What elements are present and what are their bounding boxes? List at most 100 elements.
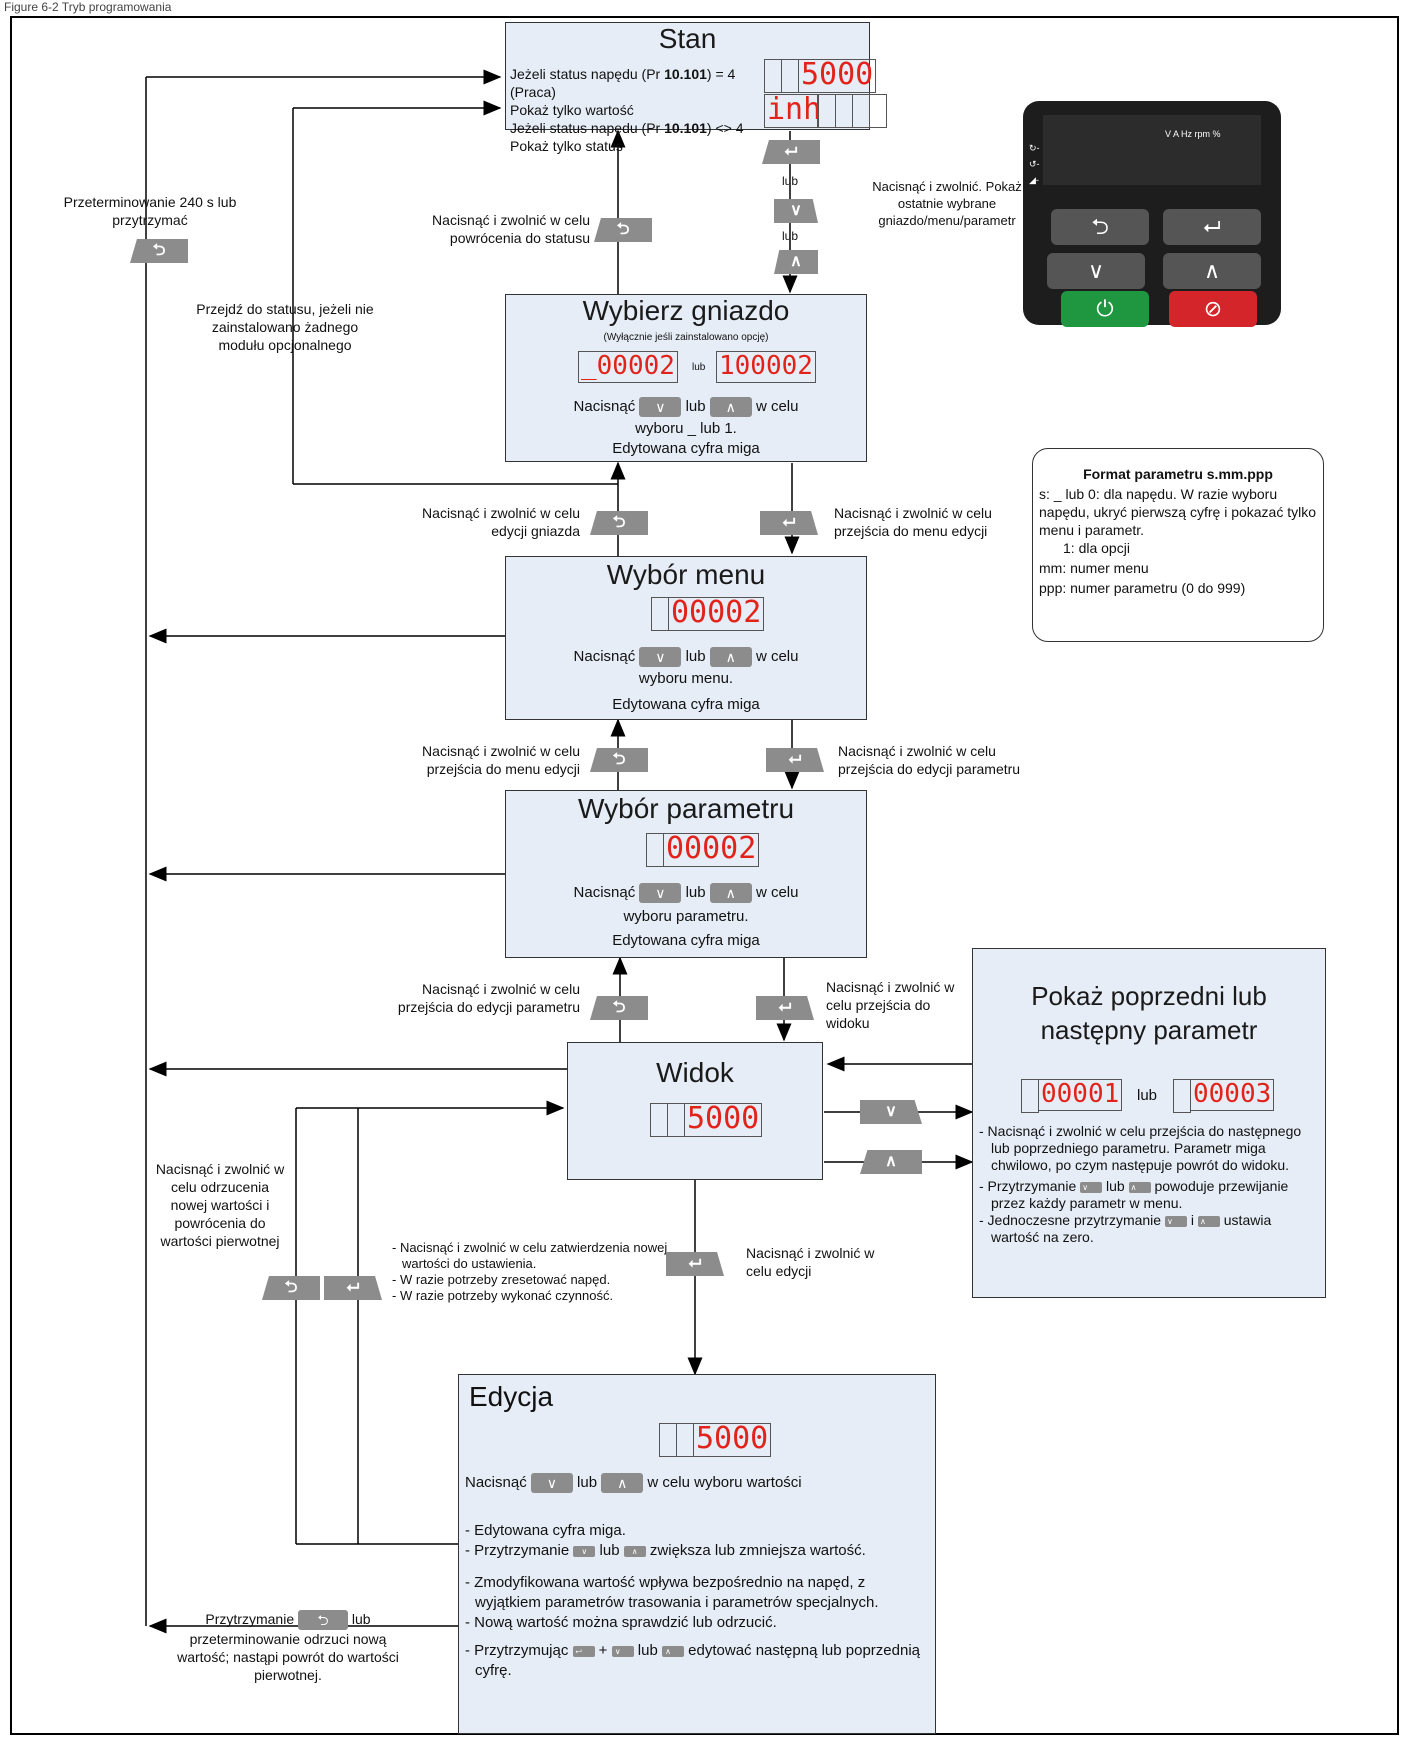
next-prev-display-b: 00003	[1173, 1079, 1275, 1113]
keypad-ramp-icon: ◢-	[1029, 175, 1039, 185]
next-prev-display-a: 00001	[1021, 1079, 1123, 1113]
back-status-note: Nacisnąć i zwolnić w celu powrócenia do …	[432, 212, 590, 246]
param-title: Wybór parametru	[577, 793, 795, 824]
back-button-menu[interactable]: ⮌	[590, 748, 648, 772]
keypad-back-button: ⮌	[1051, 209, 1149, 245]
keypad-screen	[1043, 115, 1261, 185]
keypad-units: V A Hz rpm %	[1165, 129, 1221, 139]
view-title: Widok	[656, 1057, 734, 1088]
slot-subtitle: (Wyłącznie jeśli zainstalowano opcję)	[603, 332, 769, 343]
down-button[interactable]: ∨	[774, 199, 818, 223]
next-prev-b2: - Przytrzymanie ∨ lub ∧ powoduje przewij…	[979, 1178, 1289, 1211]
back-button-param[interactable]: ⮌	[590, 996, 648, 1020]
down-arrow-icon: ∨	[530, 1473, 573, 1494]
edit-box: Edycja 5000 Nacisnąć ∨ lub ∧ w celu wybo…	[458, 1374, 936, 1734]
slot-line3: Edytowana cyfra miga	[612, 440, 760, 457]
legend-title: Format parametru s.mm.ppp	[1083, 466, 1273, 482]
goto-status-note: Przejdź do statusu, jeżeli nie zainstalo…	[196, 301, 374, 353]
view-digits: 5000	[684, 1103, 763, 1137]
stan-display-status: inh	[764, 94, 887, 128]
prev-digits: 00001	[1038, 1079, 1123, 1111]
back-button-edit[interactable]: ⮌	[262, 1276, 320, 1300]
enter-button-menu[interactable]: ⮠	[766, 748, 824, 772]
back-arrow-icon: ⮌	[298, 1610, 348, 1631]
edit-b1: - Edytowana cyfra miga.	[465, 1522, 626, 1539]
param-digits: 00002	[663, 833, 760, 867]
stan-text: Jeżeli status napędu (Pr 10.101) = 4 (Pr…	[510, 65, 766, 155]
enter-arrow-icon: ⮠	[572, 1645, 595, 1657]
edit-digits: 5000	[693, 1423, 772, 1457]
confirm-1: - Nacisnąć i zwolnić w celu zatwierdzeni…	[392, 1240, 668, 1271]
edit-title: Edycja	[469, 1381, 554, 1412]
lub-label-2: lub	[781, 229, 798, 243]
next-prev-b1: - Nacisnąć i zwolnić w celu przejścia do…	[979, 1123, 1302, 1173]
menu-press-line: Nacisnąć ∨ lub ∧ w celu	[573, 647, 799, 668]
enter-arrow-icon: ⮠	[788, 751, 802, 768]
down-arrow-icon: ∨	[1080, 1181, 1103, 1193]
slot-line2: wyboru _ lub 1.	[635, 420, 737, 437]
enter-button[interactable]: ⮠	[762, 140, 820, 164]
keypad-rotate-rev-icon: ↺-	[1029, 159, 1040, 169]
back-button-timeout[interactable]: ⮌	[130, 239, 188, 263]
enter-arrow-icon: ⮠	[778, 999, 792, 1016]
back-button-slot[interactable]: ⮌	[590, 511, 648, 535]
up-arrow-icon: ∧	[601, 1473, 644, 1494]
keypad-start-button: ⏻	[1061, 291, 1149, 327]
menu-display: 00002	[651, 597, 765, 631]
back-arrow-icon: ⮌	[612, 514, 626, 531]
menu-title: Wybór menu	[606, 559, 766, 590]
menu-edit-note-2: Nacisnąć i zwolnić w celu przejścia do m…	[422, 743, 580, 777]
keypad-image: V A Hz rpm % ↻- ↺- ◢- ⮌ ⮠ ∨ ∧ ⏻ ⊘	[1023, 101, 1281, 327]
next-prev-title-1: Pokaż poprzedni lub	[1031, 981, 1267, 1011]
slot-disp-lub: lub	[692, 362, 706, 373]
to-view-note: Nacisnąć i zwolnić w celu przejścia do w…	[826, 979, 955, 1031]
keypad-enter-button: ⮠	[1163, 209, 1261, 245]
slot-select-box: Wybierz gniazdo (Wyłącznie jeśli zainsta…	[505, 294, 867, 462]
next-prev-bullets: - Nacisnąć i zwolnić w celu przejścia do…	[979, 1123, 1319, 1246]
enter-button-view[interactable]: ⮠	[666, 1252, 724, 1276]
enter-button-param[interactable]: ⮠	[756, 996, 814, 1020]
enter-arrow-icon: ⮠	[782, 514, 796, 531]
lub-label-1: lub	[781, 174, 798, 188]
stan-line2: Pokaż tylko wartość	[510, 102, 634, 118]
reject-note: Nacisnąć i zwolnić w celu odrzucenia now…	[155, 1161, 285, 1249]
enter-button-edit[interactable]: ⮠	[324, 1276, 382, 1300]
legend-l1: s: _ lub 0: dla napędu. W razie wyboru n…	[1039, 486, 1317, 538]
down-arrow-icon: ∨	[639, 647, 682, 668]
up-arrow-icon: ∧	[709, 647, 752, 668]
param-press-line: Nacisnąć ∨ lub ∧ w celu	[573, 883, 799, 904]
back-arrow-icon: ⮌	[284, 1279, 298, 1296]
up-button[interactable]: ∧	[774, 250, 818, 274]
keypad-stop-button: ⊘	[1169, 291, 1257, 327]
enter-button-slot[interactable]: ⮠	[760, 511, 818, 535]
next-prev-title-2: następny parametr	[1040, 1015, 1258, 1045]
menu-line2: wyboru menu.	[638, 670, 734, 687]
parameter-format-legend: Format parametru s.mm.ppp s: _ lub 0: dl…	[1032, 448, 1324, 642]
confirm-2: - W razie potrzeby zresetować napęd.	[392, 1272, 611, 1287]
confirm-3: - W razie potrzeby wykonać czynność.	[392, 1288, 614, 1303]
back-arrow-icon: ⮌	[152, 242, 166, 259]
up-arrow-icon: ∧	[662, 1645, 684, 1657]
param-edit-note-2: Nacisnąć i zwolnić w celu przejścia do e…	[397, 981, 580, 1015]
down-arrow-icon: ∨	[885, 1103, 897, 1120]
back-arrow-icon: ⮌	[616, 221, 630, 238]
timeout-note: Przeterminowanie 240 s lub przytrzymać	[63, 194, 237, 228]
confirm-notes: - Nacisnąć i zwolnić w celu zatwierdzeni…	[392, 1240, 692, 1304]
param-edit-note-1: Nacisnąć i zwolnić w celu przejścia do e…	[838, 743, 1021, 777]
legend-l3: mm: numer menu	[1039, 560, 1149, 576]
down-arrow-icon: ∨	[639, 397, 682, 418]
enter-arrow-icon: ⮠	[784, 143, 798, 160]
legend-l2: 1: dla opcji	[1063, 540, 1130, 556]
edit-b2: - Przytrzymanie ∨ lub ∧ zwiększa lub zmn…	[465, 1542, 866, 1559]
down-arrow-icon: ∨	[790, 202, 802, 219]
slot-display-b: 100002	[716, 351, 816, 383]
back-arrow-icon: ⮌	[612, 999, 626, 1016]
back-button-status[interactable]: ⮌	[594, 218, 652, 242]
edit-slot-note: Nacisnąć i zwolnić w celu edycji gniazda	[422, 505, 580, 539]
up-button-view[interactable]: ∧	[860, 1150, 922, 1174]
next-digits: 00003	[1190, 1079, 1275, 1111]
stan-line4: Pokaż tylko status	[510, 138, 623, 154]
down-button-view[interactable]: ∨	[860, 1100, 922, 1124]
slot-press-line: Nacisnąć ∨ lub ∧ w celu	[573, 397, 799, 418]
diagram-frame	[10, 16, 1399, 1735]
